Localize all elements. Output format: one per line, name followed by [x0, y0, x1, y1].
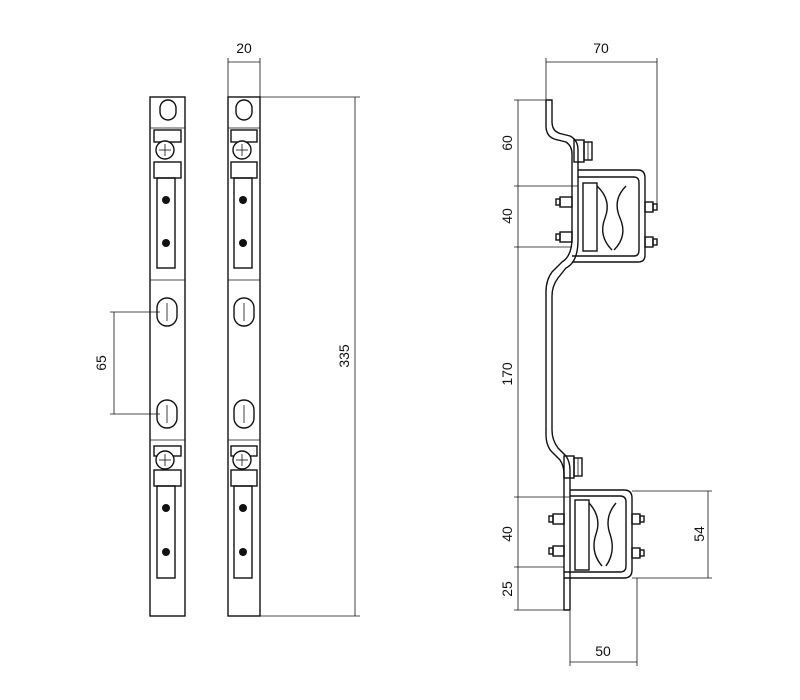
dimension-clamp-depth: 54: [632, 490, 712, 579]
dimension-upper-bend: 60: [499, 99, 578, 187]
bracket-bar-left: [149, 96, 186, 617]
dimension-bottom: 25: [499, 567, 564, 611]
dim-clamp-depth-label: 54: [691, 526, 707, 542]
dimension-middle: 170: [499, 247, 570, 498]
dimension-bottom-width: 50: [569, 578, 638, 666]
dim-middle-label: 170: [499, 362, 515, 386]
lower-clamp-side: [548, 455, 645, 579]
dim-slot-spacing-label: 65: [93, 355, 109, 371]
dim-lower-clamp-label: 40: [499, 526, 515, 542]
dim-width-label: 20: [236, 40, 252, 56]
lower-clamp-right: [230, 445, 258, 579]
upper-clamp-side: [555, 139, 658, 263]
upper-clamp-left: [150, 129, 185, 281]
dim-bottom-width-label: 50: [595, 643, 611, 659]
upper-clamp-right: [228, 129, 260, 281]
bracket-side-profile: [545, 99, 579, 611]
dim-upper-clamp-label: 40: [499, 208, 515, 224]
dim-upper-bend-label: 60: [499, 135, 515, 151]
dim-top-offset-label: 70: [593, 40, 609, 56]
dim-bottom-label: 25: [499, 581, 515, 597]
dimension-width: 20: [227, 40, 261, 97]
lower-clamp-left: [153, 445, 182, 579]
dimension-top-offset: 70: [545, 40, 658, 210]
dimension-lower-clamp: 40: [499, 497, 564, 568]
dimension-total-height: 335: [260, 96, 360, 617]
bracket-bar-right: [227, 96, 261, 617]
dim-total-height-label: 335: [336, 344, 352, 368]
dimension-slot-spacing: 65: [93, 311, 160, 415]
dimension-upper-clamp: 40: [499, 186, 572, 248]
